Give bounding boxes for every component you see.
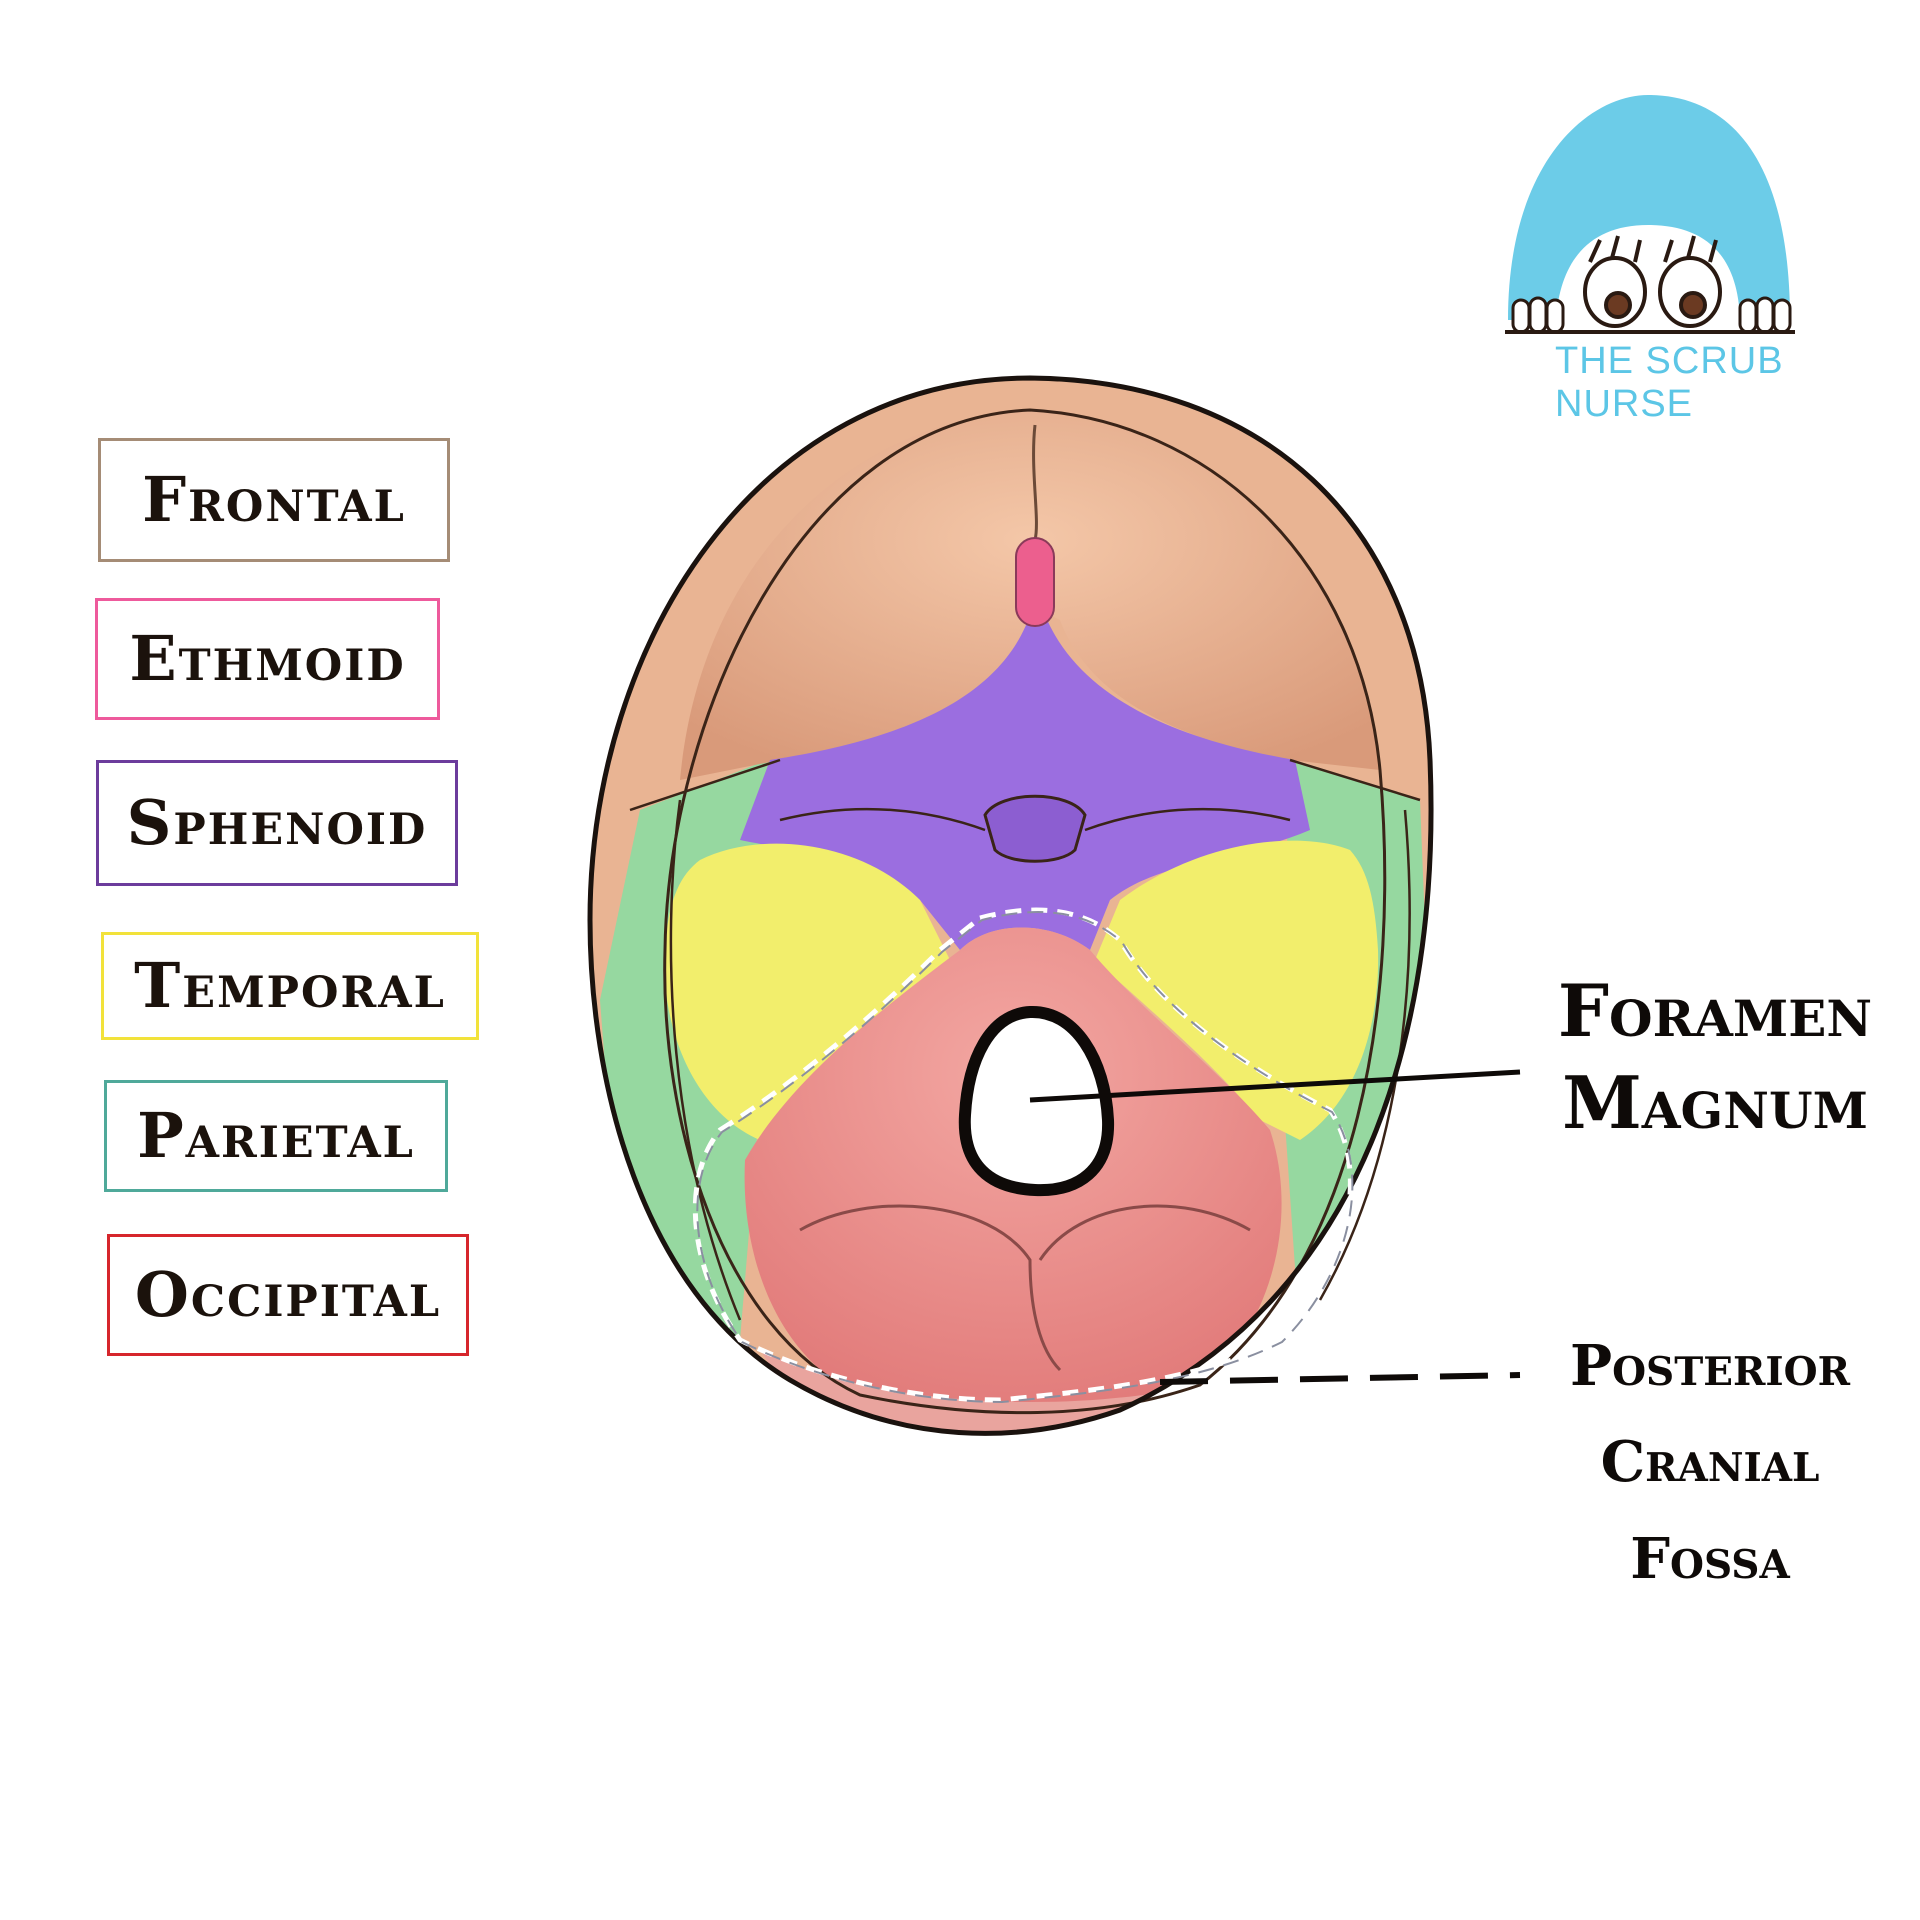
- temporal-bone-left: [664, 843, 950, 1140]
- coronal-line-left: [629, 758, 781, 812]
- foramen-leader-line: [1029, 1069, 1521, 1103]
- legend-label-parietal: Parietal: [137, 1099, 415, 1172]
- occipital-crest-left: [799, 1204, 1062, 1372]
- logo-arch-shape: [1508, 95, 1790, 320]
- fossa-label-line3: Fossa: [1630, 1525, 1790, 1592]
- posterior-cranial-fossa-label: Posterior Cranial Fossa: [1520, 1318, 1900, 1607]
- legend-box-parietal: Parietal: [104, 1080, 448, 1192]
- logo-eyes-icon: [1583, 235, 1722, 328]
- foramen-label-line2: Magnum: [1562, 1060, 1868, 1146]
- foramen-label-line1: Foramen: [1557, 968, 1873, 1053]
- legend-box-occipital: Occipital: [107, 1234, 469, 1356]
- skull-inner-rim-2: [669, 799, 742, 1321]
- sphenoid-bone: [740, 615, 1310, 950]
- occipital-crest-right: [1038, 1204, 1251, 1261]
- skull-inner-rim: [663, 408, 1387, 1415]
- legend-box-sphenoid: Sphenoid: [96, 760, 458, 886]
- logo-fingers-icon: [1505, 296, 1795, 334]
- fossa-leader-line: [1159, 1372, 1521, 1385]
- foramen-magnum-label: Foramen Magnum: [1515, 965, 1915, 1149]
- legend-label-sphenoid: Sphenoid: [126, 786, 428, 859]
- sphenoid-ridge-left: [779, 807, 986, 832]
- sphenoid-ridge-right: [1084, 807, 1291, 832]
- logo-text: THE SCRUB NURSE: [1555, 340, 1784, 425]
- scrub-nurse-logo: [1505, 95, 1795, 334]
- posterior-fossa-outline-shadow: [696, 911, 1354, 1404]
- legend-label-ethmoid: Ethmoid: [129, 622, 406, 695]
- sella-turcica: [983, 794, 1087, 863]
- fossa-label-line2: Cranial: [1600, 1429, 1820, 1496]
- frontal-midline: [1032, 424, 1038, 541]
- legend-box-ethmoid: Ethmoid: [95, 598, 440, 720]
- legend-label-occipital: Occipital: [134, 1258, 442, 1331]
- skull-outline: [587, 375, 1434, 1436]
- legend-box-frontal: Frontal: [98, 438, 450, 562]
- legend-label-temporal: Temporal: [134, 949, 446, 1022]
- temporal-bone-right: [1095, 840, 1379, 1140]
- fossa-label-line1: Posterior: [1569, 1333, 1851, 1399]
- ethmoid-bone: [1015, 537, 1055, 627]
- legend-box-temporal: Temporal: [101, 932, 479, 1040]
- coronal-line-right: [1289, 758, 1421, 802]
- legend-label-frontal: Frontal: [142, 463, 406, 536]
